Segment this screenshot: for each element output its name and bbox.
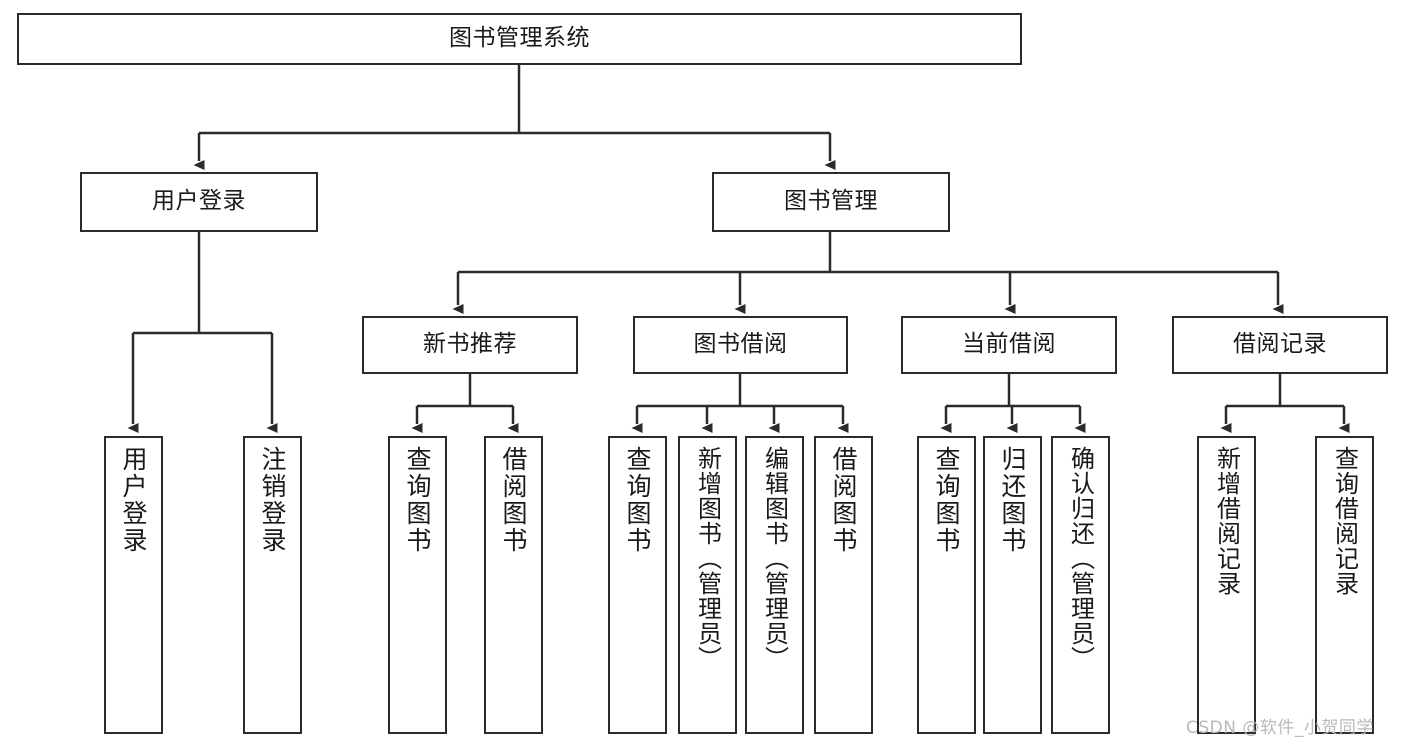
- leaf-add-borrow-record[interactable]: 新增借阅记录: [1197, 436, 1256, 734]
- node-label: 新书推荐: [423, 331, 517, 358]
- node-new-book-recommend[interactable]: 新书推荐: [362, 316, 578, 374]
- leaf-query-borrow-record[interactable]: 查询借阅记录: [1315, 436, 1374, 734]
- node-label: 查询图书: [403, 446, 432, 554]
- node-label: 用户登录: [119, 446, 148, 554]
- node-label: 图书管理系统: [449, 25, 590, 52]
- node-root-system[interactable]: 图书管理系统: [17, 13, 1022, 65]
- node-label: 归还图书: [998, 446, 1027, 554]
- node-label: 新增图书（管理员）: [693, 446, 722, 671]
- node-user-login[interactable]: 用户登录: [80, 172, 318, 232]
- leaf-query-book-recommend[interactable]: 查询图书: [388, 436, 447, 734]
- node-book-borrow[interactable]: 图书借阅: [633, 316, 848, 374]
- leaf-return-book[interactable]: 归还图书: [983, 436, 1042, 734]
- leaf-logout[interactable]: 注销登录: [243, 436, 302, 734]
- node-book-management[interactable]: 图书管理: [712, 172, 950, 232]
- leaf-borrow-book-recommend[interactable]: 借阅图书: [484, 436, 543, 734]
- node-label: 查询图书: [623, 446, 652, 554]
- node-label: 借阅图书: [829, 446, 858, 554]
- leaf-query-book-current[interactable]: 查询图书: [917, 436, 976, 734]
- node-label: 图书管理: [784, 188, 878, 215]
- node-label: 注销登录: [258, 446, 287, 554]
- node-label: 借阅记录: [1233, 331, 1327, 358]
- node-label: 新增借阅记录: [1212, 446, 1241, 596]
- node-label: 查询图书: [932, 446, 961, 554]
- leaf-edit-book-admin[interactable]: 编辑图书（管理员）: [745, 436, 804, 734]
- leaf-add-book-admin[interactable]: 新增图书（管理员）: [678, 436, 737, 734]
- node-label: 确认归还（管理员）: [1066, 446, 1095, 671]
- node-borrow-record[interactable]: 借阅记录: [1172, 316, 1388, 374]
- leaf-borrow-book[interactable]: 借阅图书: [814, 436, 873, 734]
- leaf-user-login[interactable]: 用户登录: [104, 436, 163, 734]
- node-label: 编辑图书（管理员）: [760, 446, 789, 671]
- watermark: CSDN @软件_小贺同学: [1186, 718, 1374, 738]
- leaf-query-book-borrow[interactable]: 查询图书: [608, 436, 667, 734]
- node-label: 用户登录: [152, 188, 246, 215]
- node-label: 图书借阅: [693, 331, 788, 358]
- leaf-confirm-return-admin[interactable]: 确认归还（管理员）: [1051, 436, 1110, 734]
- node-label: 借阅图书: [499, 446, 528, 554]
- node-label: 查询借阅记录: [1330, 446, 1359, 596]
- node-label: 当前借阅: [962, 331, 1056, 358]
- node-current-borrow[interactable]: 当前借阅: [901, 316, 1117, 374]
